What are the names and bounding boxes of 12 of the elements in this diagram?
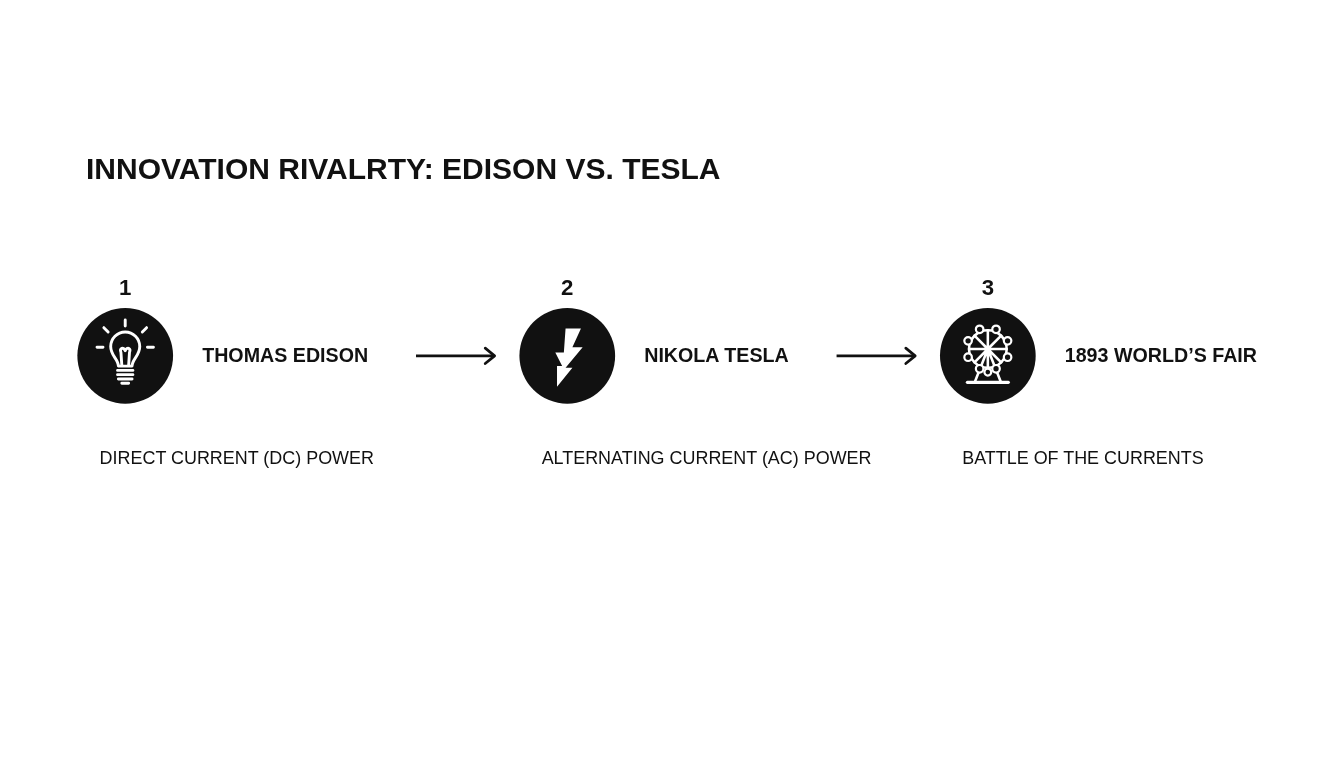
step-caption: BATTLE OF THE CURRENTS: [962, 447, 1204, 468]
step-caption: ALTERNATING CURRENT (AC) POWER: [541, 447, 872, 468]
step-name: THOMAS EDISON: [202, 343, 369, 369]
step-number: 3: [981, 275, 994, 301]
arrow: [836, 346, 917, 365]
step-caption: DIRECT CURRENT (DC) POWER: [99, 447, 374, 468]
step-number: 1: [119, 275, 132, 301]
arrow: [416, 346, 496, 365]
step-name: NIKOLA TESLA: [644, 343, 789, 369]
step-name: 1893 WORLD’S FAIR: [1064, 343, 1257, 369]
step-number: 2: [561, 275, 574, 301]
diagram-title: INNOVATION RIVALRTY: EDISON VS. TESLA: [86, 152, 721, 186]
